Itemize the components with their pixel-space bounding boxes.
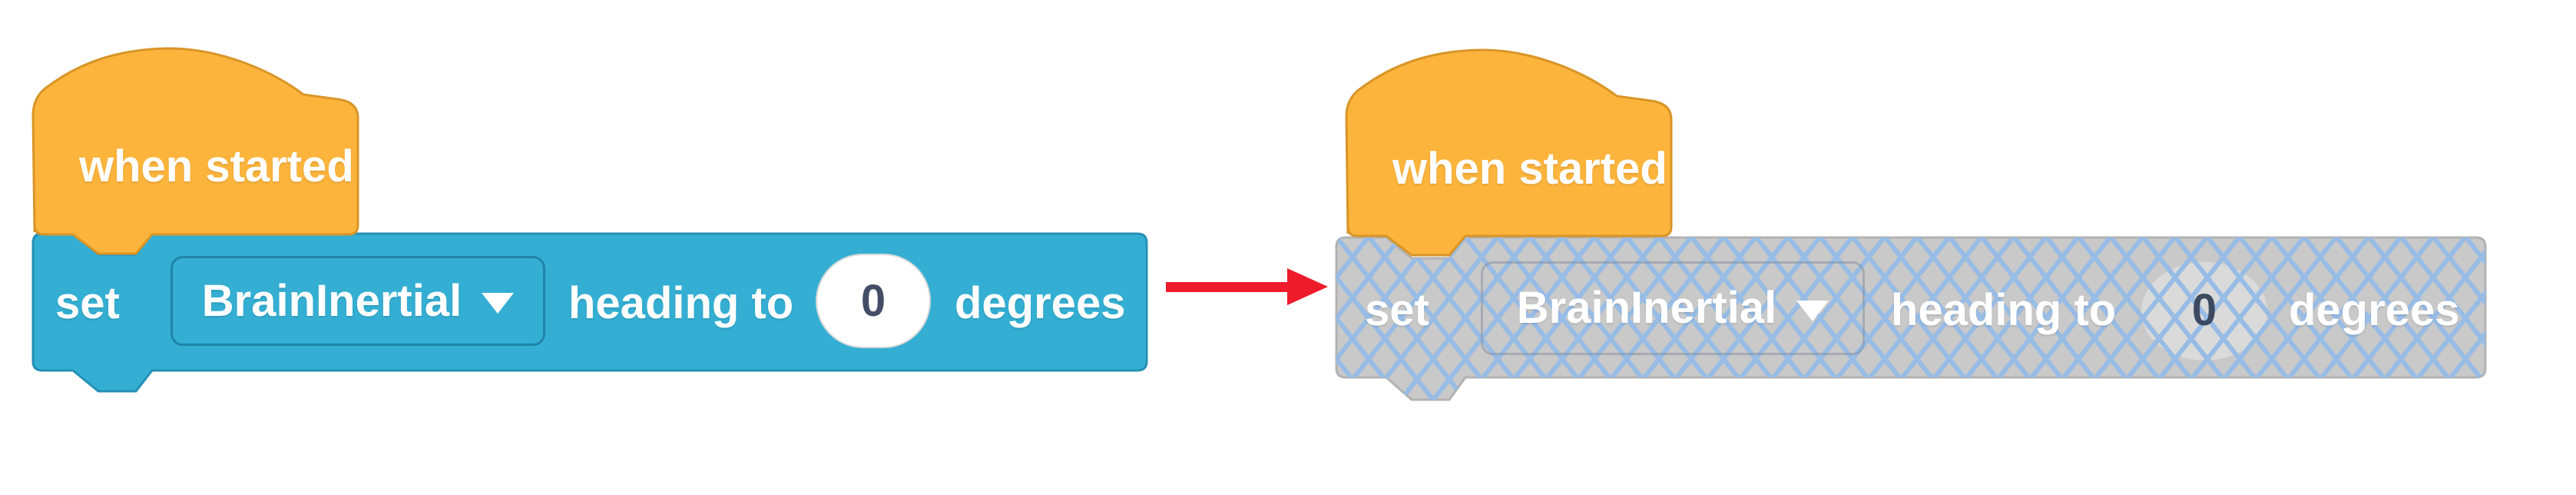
hat-label: when started — [79, 141, 354, 191]
when-started-hat-block-right[interactable] — [1345, 40, 1677, 263]
set-heading-block-disabled — [1335, 236, 2487, 401]
set-label-disabled: set — [1365, 285, 1429, 335]
device-dropdown-value: BrainInertial — [1516, 283, 1777, 333]
degrees-label: degrees — [955, 278, 1126, 328]
degrees-label-disabled: degrees — [2289, 285, 2460, 335]
disabled-block-hatch-overlay — [1336, 238, 2485, 400]
hat-block-body[interactable] — [31, 47, 359, 255]
heading-value-disabled: 0 — [2191, 285, 2217, 335]
transform-arrow-icon — [1166, 268, 1328, 305]
heading-value: 0 — [860, 275, 886, 326]
heading-value-input[interactable]: 0 — [816, 254, 931, 348]
when-started-hat-block[interactable] — [31, 38, 363, 261]
device-dropdown-value: BrainInertial — [201, 275, 462, 326]
device-dropdown-disabled: BrainInertial — [1481, 261, 1865, 355]
heading-to-label-disabled: heading to — [1891, 285, 2117, 335]
hat-block-body[interactable] — [1345, 48, 1673, 257]
chevron-down-icon — [482, 293, 515, 314]
hat-label-right: when started — [1392, 144, 1667, 194]
chevron-down-icon — [1796, 300, 1829, 321]
heading-to-label: heading to — [568, 278, 794, 328]
set-label: set — [55, 278, 120, 328]
device-dropdown[interactable]: BrainInertial — [171, 256, 545, 346]
